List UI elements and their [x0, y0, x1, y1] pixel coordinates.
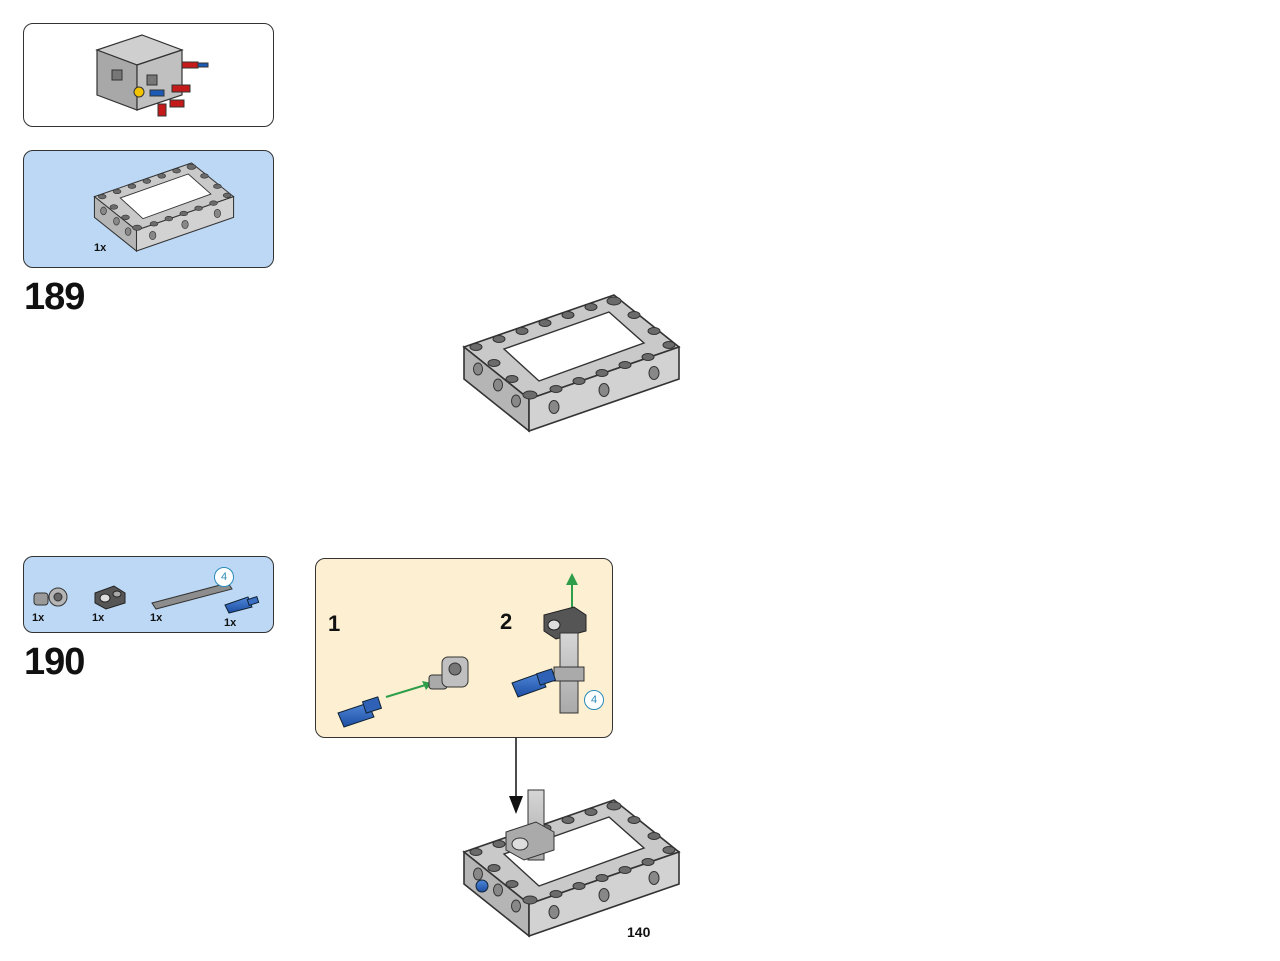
previous-model-panel	[23, 23, 274, 127]
frame-part-icon	[93, 162, 235, 252]
frame-assembly-image	[463, 294, 680, 432]
part-qty: 1x	[224, 617, 237, 629]
part-qty: 1x	[92, 612, 105, 624]
remove-arrow-icon	[566, 573, 578, 585]
step-number-189: 189	[24, 276, 85, 318]
substep-2-number: 2	[500, 609, 513, 634]
subassembly-callout: 1 2 4	[315, 558, 613, 738]
part-qty: 1x	[32, 612, 45, 624]
step-190-parts-panel: 1x 1x 4 1x 1x	[23, 556, 274, 633]
step-189-parts-panel: 1x	[23, 150, 274, 268]
part-qty: 1x	[94, 242, 107, 254]
part-qty: 1x	[150, 612, 163, 624]
blue-axle-pin-icon	[224, 595, 260, 614]
substep-axle-length-badge: 4	[584, 690, 604, 710]
frame-with-axle-assembly-image	[463, 789, 680, 937]
previous-assembly-icon	[95, 34, 209, 117]
substep-1-image	[337, 656, 469, 728]
attach-arrow-icon	[509, 738, 523, 814]
pin-connector-icon	[94, 585, 126, 610]
substep-1-number: 1	[328, 611, 341, 636]
axle-pin-connector-icon	[33, 587, 68, 607]
axle-length-badge: 4	[214, 567, 234, 587]
page-number: 140	[627, 924, 651, 940]
axle-icon	[151, 582, 233, 610]
substep-2-image	[511, 573, 587, 714]
step-number-190: 190	[24, 641, 85, 683]
